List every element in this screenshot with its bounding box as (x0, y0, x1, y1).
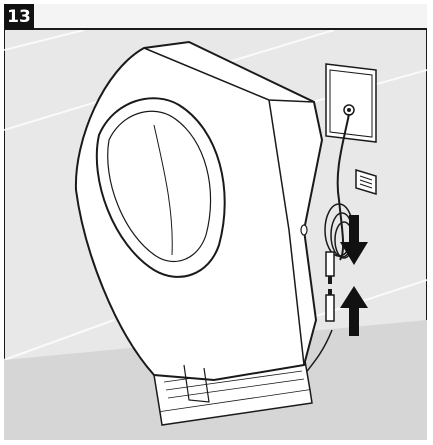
arrow-up-icon (340, 286, 368, 336)
connector-plug-icon (325, 251, 335, 322)
wall-plate (325, 63, 377, 143)
junction-box (355, 168, 377, 196)
urinal-body (74, 40, 324, 403)
step-header (4, 4, 427, 30)
urinal-installation-illustration (4, 30, 427, 440)
arrow-down-icon (340, 215, 368, 265)
step-number-badge: 13 (4, 4, 34, 30)
